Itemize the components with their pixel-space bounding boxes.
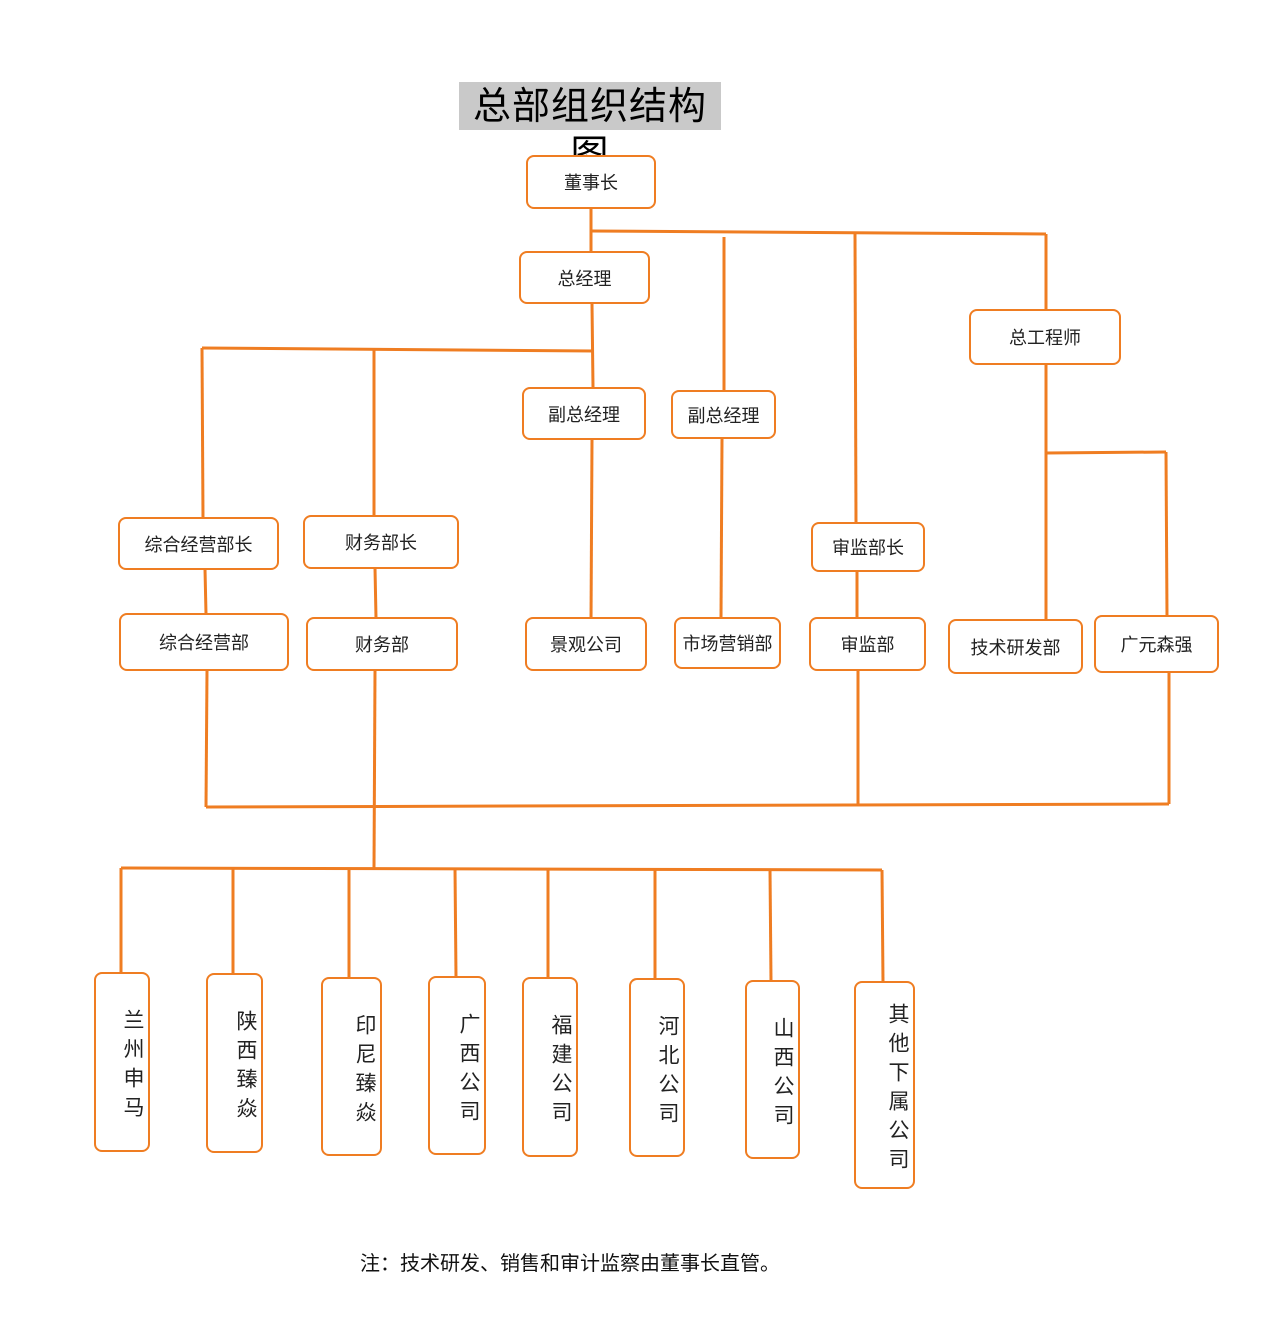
node-audit-head: 审监部长 bbox=[811, 522, 925, 572]
connector-comprehensive-head bbox=[200, 347, 205, 519]
node-vice-general-manager-2: 副总经理 bbox=[671, 390, 776, 439]
subsidiary-shanxi-company: 山西公司 bbox=[745, 980, 800, 1159]
node-comprehensive-dept: 综合经营部 bbox=[119, 613, 289, 671]
connector-gm bbox=[590, 303, 595, 388]
connector-sub-8 bbox=[880, 869, 885, 983]
connector-landscape bbox=[589, 439, 594, 623]
subsidiary-fujian-company: 福建公司 bbox=[522, 977, 578, 1157]
subsidiary-other-companies: 其他下属公司 bbox=[854, 981, 915, 1189]
subsidiary-shaanxi-zhenyan: 陕西臻焱 bbox=[206, 973, 263, 1153]
node-marketing-dept: 市场营销部 bbox=[674, 617, 781, 669]
chart-title: 总部组织结构图 bbox=[459, 82, 721, 176]
node-vice-general-manager-1: 副总经理 bbox=[522, 387, 646, 440]
connector-gm-bar bbox=[201, 346, 595, 353]
node-general-manager: 总经理 bbox=[519, 251, 650, 304]
connector-comprehensive-dept bbox=[203, 568, 208, 615]
connector-middle-bar bbox=[205, 802, 1170, 809]
subsidiary-lanzhou-shenma: 兰州申马 bbox=[94, 972, 150, 1152]
subsidiary-indonesia-zhenyan: 印尼臻焱 bbox=[321, 977, 382, 1156]
footnote: 注：技术研发、销售和审计监察由董事长直管。 bbox=[360, 1251, 780, 1275]
node-finance-dept: 财务部 bbox=[306, 617, 458, 671]
connector-sub-4 bbox=[453, 867, 458, 978]
subsidiary-hebei-company: 河北公司 bbox=[629, 978, 685, 1157]
node-rd-dept: 技术研发部 bbox=[948, 619, 1083, 674]
connector-guangyuan bbox=[1164, 451, 1169, 617]
connector-top-bar bbox=[590, 229, 1047, 236]
node-audit-dept: 审监部 bbox=[809, 617, 926, 671]
node-chief-engineer: 总工程师 bbox=[969, 309, 1121, 365]
connector-finance-dept bbox=[373, 567, 378, 619]
node-guangyuan-senqiang: 广元森强 bbox=[1094, 615, 1219, 673]
connector-subsidiary-bar bbox=[120, 866, 883, 872]
subsidiary-guangxi-company: 广西公司 bbox=[428, 976, 486, 1155]
node-finance-head: 财务部长 bbox=[303, 515, 459, 569]
connector-ce-bar bbox=[1045, 450, 1167, 455]
connector-dept-comprehensive-down bbox=[204, 670, 209, 808]
node-chairman: 董事长 bbox=[526, 155, 656, 209]
connector-marketing bbox=[719, 438, 724, 619]
node-landscape-company: 景观公司 bbox=[525, 617, 647, 671]
connector-sub-7 bbox=[768, 868, 773, 982]
connector-dept-finance-down bbox=[372, 670, 377, 869]
node-comprehensive-head: 综合经营部长 bbox=[118, 517, 279, 570]
connector-audit-head bbox=[853, 233, 858, 524]
